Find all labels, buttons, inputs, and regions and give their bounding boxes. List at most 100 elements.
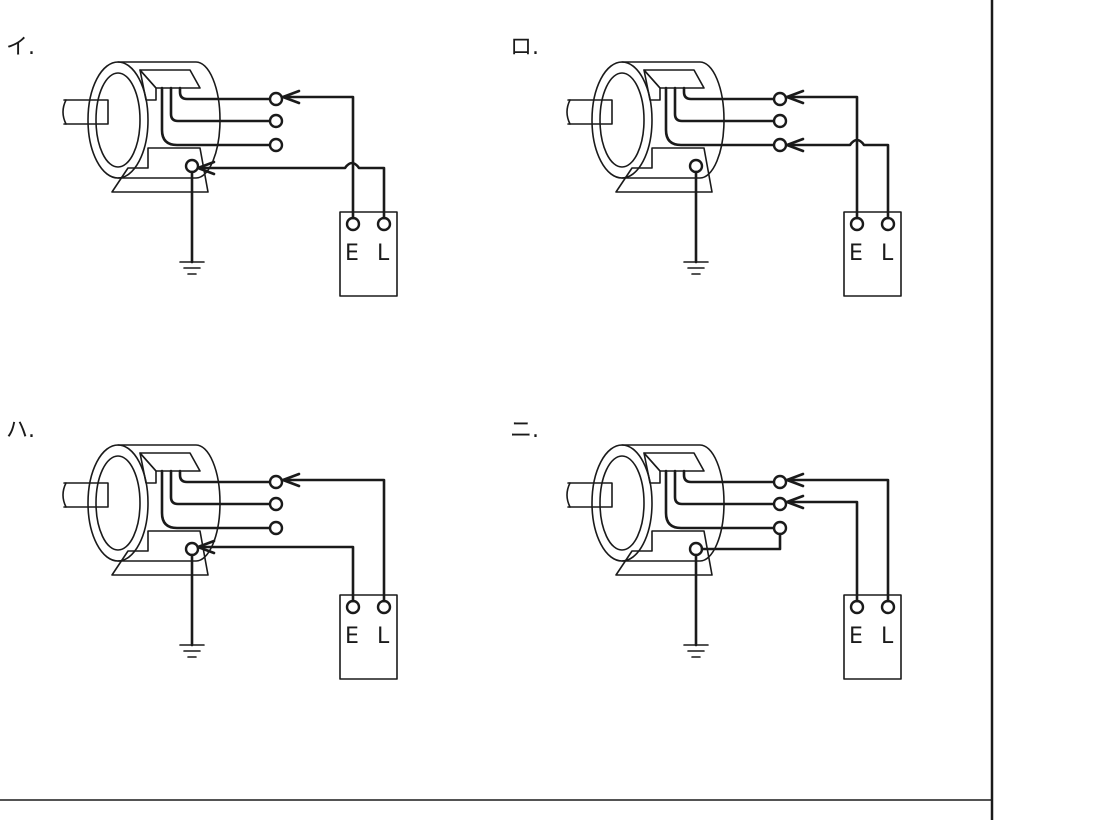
motor-shaft [63, 482, 109, 508]
motor-base-foot [615, 530, 713, 576]
motor-front-face [591, 61, 653, 179]
frame-earth-terminal [184, 541, 200, 557]
tester-terminal-l [880, 216, 896, 232]
lead-e-arrow [785, 89, 805, 105]
tester-box [339, 594, 398, 680]
terminal-box-side [643, 452, 661, 484]
lead-l-arrow [196, 160, 216, 176]
motor-base-foot [615, 147, 713, 193]
tester-terminal-l [880, 599, 896, 615]
tester-label-l: L [881, 241, 894, 266]
motor-terminal-1 [268, 91, 284, 107]
lead-e-to-terminal [281, 95, 355, 220]
motor-lead-1 [178, 86, 273, 101]
motor-front-face [87, 444, 149, 562]
motor-front-face [87, 61, 149, 179]
frame-earth-terminal [688, 541, 704, 557]
motor-front-face [591, 444, 653, 562]
motor-shaft-end [62, 482, 67, 508]
motor-terminal-1 [772, 474, 788, 490]
option-label: ニ. [510, 418, 539, 443]
tester-label-e: E [849, 624, 863, 649]
motor-front-rim [599, 72, 645, 168]
motor-shaft [63, 99, 109, 125]
lead-e-arrow [785, 494, 805, 510]
motor-terminal-3 [268, 520, 284, 536]
lead-l-to-terminal-1 [785, 478, 890, 603]
motor-drawing [62, 61, 284, 275]
ground-symbol [179, 644, 205, 658]
motor-lead-3 [664, 469, 777, 530]
motor-lead-2 [169, 469, 273, 506]
motor-lead-2 [169, 86, 273, 123]
motor-lead-2 [673, 86, 777, 123]
motor-base-foot [111, 147, 209, 193]
motor-lead-1 [682, 86, 777, 101]
tester-label-e: E [849, 241, 863, 266]
frame-to-terminal-3-link [700, 532, 782, 551]
motor-lead-2 [673, 469, 777, 506]
ground-symbol [683, 644, 709, 658]
motor-shaft-end [566, 482, 571, 508]
tester-terminal-l [376, 216, 392, 232]
motor-drawing [566, 61, 788, 275]
motor-terminal-3 [772, 137, 788, 153]
motor-front-rim [599, 455, 645, 551]
motor-lead-3 [160, 86, 273, 147]
tester-terminal-e [849, 599, 865, 615]
ground-symbol [683, 261, 709, 275]
option-label: ロ. [510, 35, 539, 60]
lead-e-arrow [281, 89, 301, 105]
motor-front-rim [95, 455, 141, 551]
measurement-leads [196, 472, 386, 603]
tester-label-l: L [377, 241, 390, 266]
motor-lead-3 [664, 86, 777, 147]
motor-terminal-1 [772, 91, 788, 107]
motor-terminal-2 [772, 496, 788, 512]
lead-e-to-terminal-1 [785, 95, 859, 220]
option-label: ハ. [6, 418, 35, 443]
lead-l-to-terminal [281, 478, 386, 603]
motor-shaft-end [566, 99, 571, 125]
motor-terminal-2 [268, 113, 284, 129]
tester-box [843, 594, 902, 680]
terminal-box-side [139, 452, 157, 484]
measurement-leads [785, 89, 890, 220]
motor-terminal-3 [772, 520, 788, 536]
motor-terminal-2 [268, 496, 284, 512]
measurement-leads [700, 472, 890, 603]
tester-terminal-e [849, 216, 865, 232]
motor-terminal-2 [772, 113, 788, 129]
motor-lead-3 [160, 469, 273, 530]
motor-lead-1 [682, 469, 777, 484]
terminal-box-side [139, 69, 157, 101]
motor-terminal-3 [268, 137, 284, 153]
motor-shaft [567, 99, 613, 125]
frame-earth-terminal [184, 158, 200, 174]
lead-e-to-terminal-2 [785, 500, 859, 603]
motor-drawing [62, 444, 284, 658]
tester-terminal-l [376, 599, 392, 615]
lead-l-arrow [281, 472, 301, 488]
motor-front-rim [95, 72, 141, 168]
motor-shaft-end [62, 99, 67, 125]
tester-terminal-e [345, 599, 361, 615]
lead-l-arrow [785, 137, 805, 153]
tester-box [843, 211, 902, 297]
tester-label-l: L [881, 624, 894, 649]
ground-symbol [179, 261, 205, 275]
lead-e-arrow [196, 539, 216, 555]
tester-box [339, 211, 398, 297]
lead-l-to-terminal-3 [785, 138, 890, 220]
option-label: イ. [6, 35, 35, 60]
tester-terminal-e [345, 216, 361, 232]
